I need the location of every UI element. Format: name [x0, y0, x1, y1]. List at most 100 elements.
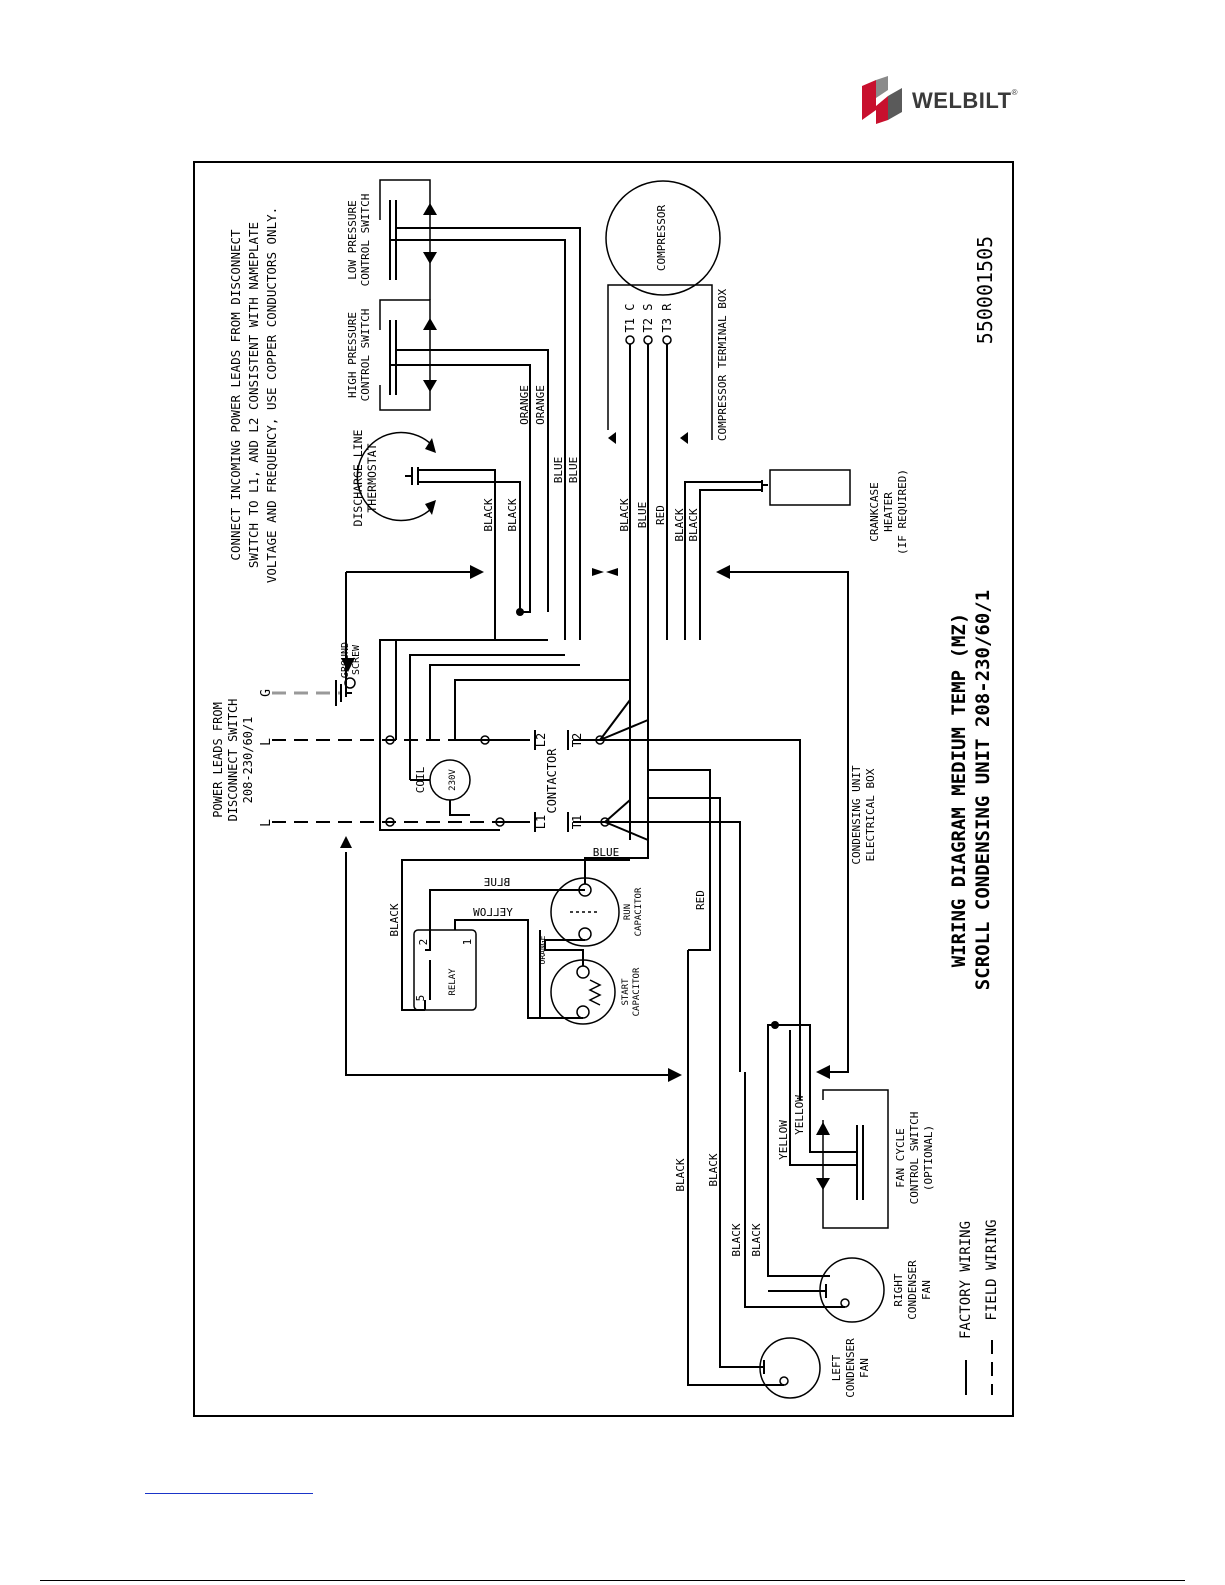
black-bus-wire [379, 639, 500, 831]
svg-text:ELECTRICAL BOX: ELECTRICAL BOX [864, 768, 877, 861]
arrow-icon [340, 836, 352, 848]
svg-text:ORANGE: ORANGE [518, 385, 531, 425]
t2-wire [599, 699, 631, 741]
high-pressure-control-switch [379, 299, 549, 613]
legend-field: FIELD WIRING [984, 1219, 1000, 1320]
arrow-icon [668, 1068, 682, 1082]
svg-text:FAN CYCLE: FAN CYCLE [894, 1128, 907, 1188]
ground-screw-label: GROUND SCREW [340, 642, 362, 678]
svg-text:CONTROL SWITCH: CONTROL SWITCH [908, 1112, 921, 1205]
svg-text:BLACK: BLACK [707, 1153, 720, 1186]
svg-text:CRANKCASE: CRANKCASE [868, 482, 881, 542]
svg-text:(IF REQUIRED): (IF REQUIRED) [896, 469, 909, 555]
wire-label-orange: ORANGE [538, 935, 547, 964]
svg-text:HIGH PRESSURE: HIGH PRESSURE [346, 312, 359, 398]
wire-label-blue: BLUE [567, 457, 580, 484]
installation-note: CONNECT INCOMING POWER LEADS FROM DISCON… [228, 207, 279, 583]
wire-label-black: BLACK [673, 508, 686, 541]
wire-label-orange: ORANGE [534, 385, 547, 425]
svg-text:1: 1 [461, 939, 474, 946]
svg-text:5: 5 [414, 995, 427, 1002]
compressor-label: COMPRESSOR [655, 205, 668, 272]
svg-text:YELLOW: YELLOW [793, 1095, 806, 1135]
wire-label-blue: BLUE [636, 502, 649, 529]
right-fan-label: RIGHT CONDENSER FAN [892, 1260, 933, 1320]
svg-text:FACTORY WIRING: FACTORY WIRING [958, 1221, 974, 1339]
wire-label-blue-mirrored: BLUE [484, 876, 511, 889]
svg-text:VOLTAGE AND FREQUENCY, USE COP: VOLTAGE AND FREQUENCY, USE COPPER CONDUC… [264, 207, 279, 583]
red-wire [648, 769, 711, 951]
svg-text:YELLOW: YELLOW [777, 1120, 790, 1160]
svg-text:DISCHARGE LINE: DISCHARGE LINE [351, 429, 365, 526]
svg-text:T1 C: T1 C [623, 304, 637, 333]
svg-text:BLACK: BLACK [482, 498, 495, 531]
right-condenser-fan [744, 1072, 885, 1323]
svg-text:SWITCH TO L1, AND L2 CONSISTEN: SWITCH TO L1, AND L2 CONSISTENT WITH NAM… [246, 222, 261, 568]
svg-text:RED: RED [654, 505, 667, 525]
svg-text:L2: L2 [534, 733, 548, 747]
svg-text:T1: T1 [570, 815, 584, 829]
diagram-frame [193, 161, 1014, 1417]
svg-text:RIGHT: RIGHT [892, 1273, 905, 1306]
svg-text:CAPACITOR: CAPACITOR [634, 887, 644, 936]
lead-g-label: G [259, 689, 274, 697]
crankcase-heater [684, 469, 851, 640]
low-pressure-control-switch [379, 179, 581, 640]
wire-label-yellow: YELLOW [793, 1095, 806, 1135]
svg-text:550001505: 550001505 [973, 236, 997, 344]
hyperlink-underline[interactable] [145, 1493, 313, 1494]
welbilt-wordmark: WELBILT® [912, 88, 1019, 113]
svg-text:SCROLL CONDENSING UNIT 208-230: SCROLL CONDENSING UNIT 208-230/60/1 [972, 590, 994, 990]
svg-text:WIRING DIAGRAM MEDIUM TEMP (MZ: WIRING DIAGRAM MEDIUM TEMP (MZ) [948, 613, 970, 968]
legend-factory: FACTORY WIRING [958, 1221, 974, 1339]
svg-text:BLACK: BLACK [674, 1158, 687, 1191]
svg-text:RUN: RUN [623, 904, 633, 920]
svg-text:START: START [621, 978, 631, 1006]
contactor-l2: L2 [534, 733, 548, 747]
svg-text:230V: 230V [448, 769, 458, 791]
svg-text:L: L [259, 819, 274, 827]
relay [401, 859, 630, 1019]
svg-text:YELLOW: YELLOW [473, 906, 513, 919]
svg-text:BLACK: BLACK [506, 498, 519, 531]
svg-text:CONTROL SWITCH: CONTROL SWITCH [359, 194, 372, 287]
start-capacitor [539, 930, 616, 1025]
contactor-l1: L1 [534, 815, 548, 829]
wire-label-black: BLACK [618, 498, 631, 531]
welbilt-logo: WELBILT® [858, 76, 1058, 126]
drawing-number: 550001505 [973, 236, 997, 344]
relay-label: RELAY [448, 968, 458, 996]
start-capacitor-label: START CAPACITOR [621, 967, 642, 1016]
svg-text:L: L [259, 738, 274, 746]
discharge-thermostat-label: DISCHARGE LINE THERMOSTAT [351, 429, 379, 526]
welbilt-mark-icon [862, 76, 902, 124]
svg-text:BLACK: BLACK [673, 508, 686, 541]
t2-wire-b [599, 719, 649, 741]
left-condenser-fan [687, 950, 821, 1399]
svg-text:BLUE: BLUE [567, 457, 580, 484]
run-capacitor-label: RUN CAPACITOR [623, 887, 644, 936]
coil-voltage: 230V [448, 769, 458, 791]
svg-text:CONTACTOR: CONTACTOR [545, 748, 559, 814]
ground-screw-icon [335, 565, 484, 706]
blue-bus-wire-2 [429, 664, 580, 740]
svg-text:BLACK: BLACK [750, 1223, 763, 1256]
diagram-title: WIRING DIAGRAM MEDIUM TEMP (MZ) SCROLL C… [948, 590, 994, 990]
wire-label-red: RED [694, 890, 707, 910]
wire-label-black: BLACK [730, 1223, 743, 1256]
t1-wire-b [604, 821, 649, 841]
svg-text:POWER LEADS FROM: POWER LEADS FROM [211, 702, 225, 818]
svg-text:RELAY: RELAY [448, 968, 458, 996]
terminal-t1: T1 C [623, 304, 637, 333]
wire-label-black: BLACK [707, 1153, 720, 1186]
terminal-t3: T3 R [660, 303, 674, 333]
wire-label-black: BLACK [482, 498, 495, 531]
arrow-icon [592, 568, 604, 576]
svg-text:T2: T2 [570, 733, 584, 747]
low-pressure-label: LOW PRESSURE CONTROL SWITCH [346, 194, 372, 287]
wire-label-black: BLACK [506, 498, 519, 531]
ground-to-fans-wire [345, 852, 668, 1076]
arrow-icon [816, 1065, 830, 1079]
svg-text:BLUE: BLUE [636, 502, 649, 529]
compressor-icon [605, 180, 721, 296]
